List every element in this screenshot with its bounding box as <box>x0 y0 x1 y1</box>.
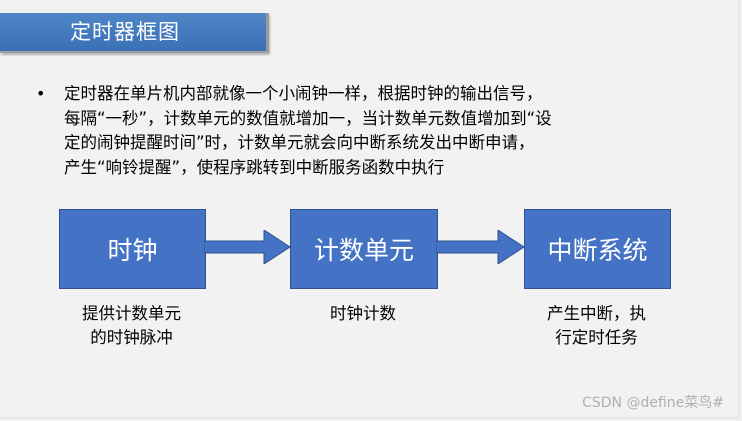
clock-caption: 提供计数单元 的时钟脉冲 <box>54 302 209 350</box>
caption-line: 时钟计数 <box>330 304 396 323</box>
caption-line: 产生中断，执 <box>547 304 646 323</box>
arrow-right-icon <box>204 230 290 264</box>
bullet-dot-icon: • <box>36 84 46 103</box>
title-banner: 定时器框图 <box>0 13 269 53</box>
bullet-line: 定的闹钟提醒时间”时，计数单元就会向中断系统发出中断申请， <box>64 133 535 152</box>
bullet-line: 定时器在单片机内部就像一个小闹钟一样，根据时钟的输出信号， <box>64 84 543 103</box>
slide-title: 定时器框图 <box>70 20 180 44</box>
counter-box: 计数单元 <box>290 209 438 289</box>
clock-box: 时钟 <box>59 209 206 289</box>
interrupt-box: 中断系统 <box>524 209 671 289</box>
bullet-line: 产生“响铃提醒”，使程序跳转到中断服务函数中执行 <box>64 157 445 177</box>
bullet-paragraph: • 定时器在单片机内部就像一个小闹钟一样，根据时钟的输出信号， 每隔“一秒”，计… <box>36 82 696 180</box>
watermark: CSDN @define菜鸟# <box>582 395 724 411</box>
counter-caption: 时钟计数 <box>290 302 436 326</box>
caption-line: 行定时任务 <box>555 328 638 347</box>
caption-line: 的时钟脉冲 <box>90 328 173 347</box>
interrupt-caption: 产生中断，执 行定时任务 <box>518 302 675 350</box>
caption-line: 提供计数单元 <box>82 304 181 323</box>
bullet-line: 每隔“一秒”，计数单元的数值就增加一，当计数单元数值增加到“设 <box>64 108 552 128</box>
arrow-right-icon <box>436 230 524 264</box>
